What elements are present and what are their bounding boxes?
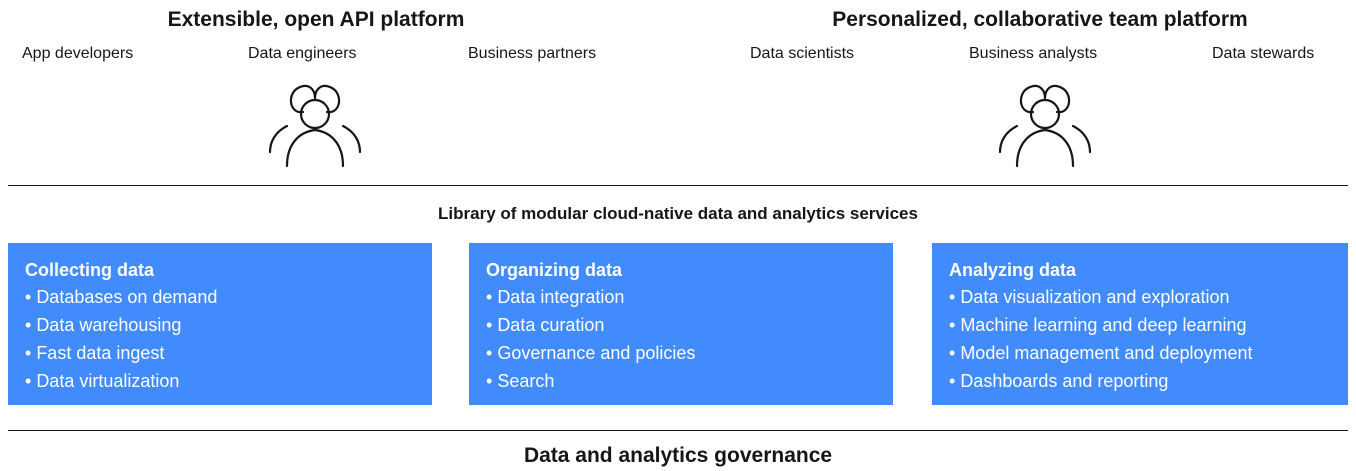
role-data-stewards: Data stewards [1212,45,1315,62]
list-item: Model management and deployment [949,339,1332,367]
card-title: Collecting data [25,260,155,280]
role-business-partners: Business partners [468,45,597,62]
services-title: Library of modular cloud-native data and… [438,204,918,223]
card-list: Data visualization and exploration Machi… [949,283,1332,395]
role-data-scientists: Data scientists [750,45,855,62]
card-organizing-data: Organizing data Data integration Data cu… [469,243,893,405]
divider-bottom [8,430,1348,431]
card-title: Organizing data [486,260,623,280]
list-item: Machine learning and deep learning [949,311,1332,339]
people-group-icon [995,78,1095,168]
card-title: Analyzing data [949,260,1077,280]
people-group-icon [265,78,365,168]
card-collecting-data: Collecting data Databases on demand Data… [8,243,432,405]
list-item: Data integration [486,283,877,311]
list-item: Data curation [486,311,877,339]
role-business-analysts: Business analysts [969,45,1098,62]
list-item: Databases on demand [25,283,416,311]
list-item: Data warehousing [25,311,416,339]
card-list: Data integration Data curation Governanc… [486,283,877,395]
team-platform-title: Personalized, collaborative team platfor… [832,8,1248,31]
role-app-developers: App developers [22,45,134,62]
role-data-engineers: Data engineers [248,45,357,62]
card-list: Databases on demand Data warehousing Fas… [25,283,416,395]
api-platform-title: Extensible, open API platform [167,8,465,31]
list-item: Governance and policies [486,339,877,367]
divider-top [8,185,1348,186]
list-item: Dashboards and reporting [949,367,1332,395]
list-item: Fast data ingest [25,339,416,367]
list-item: Search [486,367,877,395]
list-item: Data virtualization [25,367,416,395]
list-item: Data visualization and exploration [949,283,1332,311]
card-analyzing-data: Analyzing data Data visualization and ex… [932,243,1348,405]
governance-title: Data and analytics governance [523,444,833,467]
